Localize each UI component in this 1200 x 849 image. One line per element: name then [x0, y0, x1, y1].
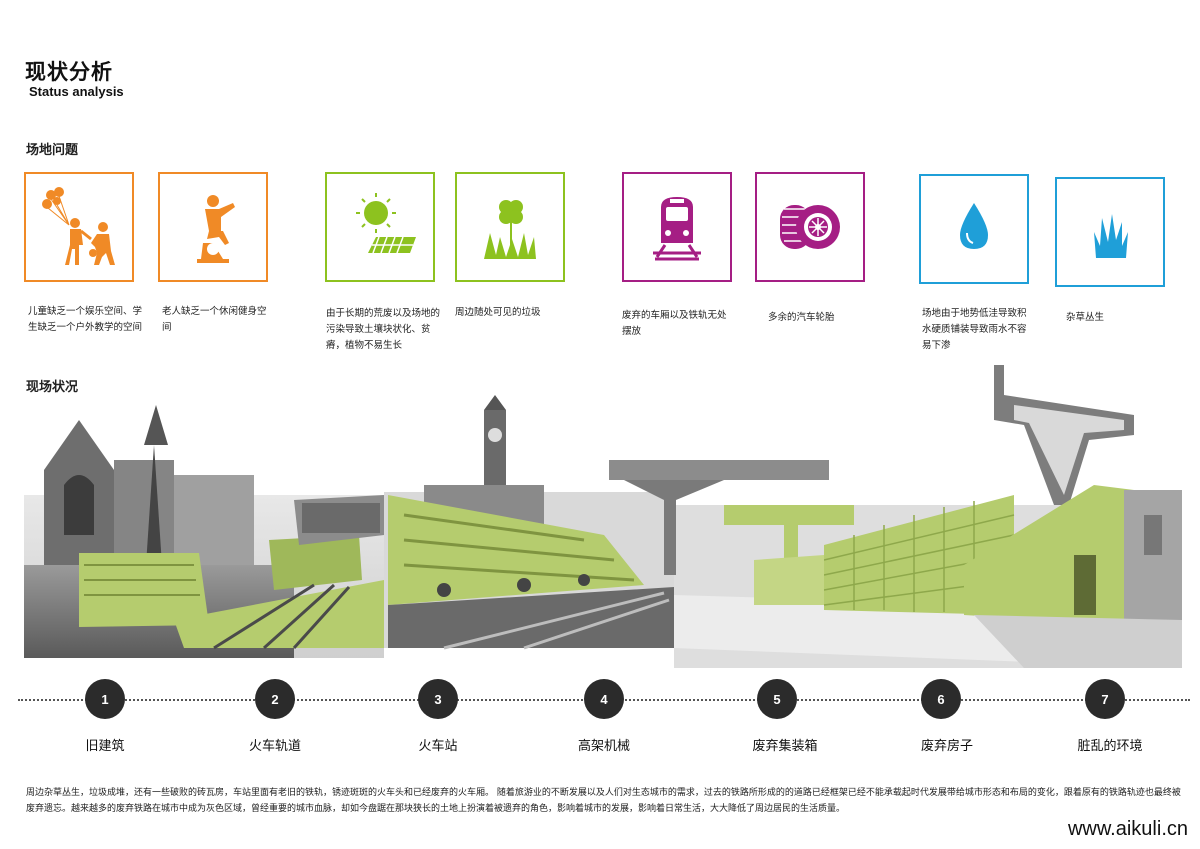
timeline-label-6: 废弃房子	[920, 739, 973, 754]
caption-water: 场地由于地势低洼导致积水硬质铺装导致雨水不容易下渗	[922, 308, 1027, 351]
timeline-label-7: 脏乱的环境	[1077, 739, 1143, 754]
timeline-node-2: 2	[255, 679, 295, 719]
timeline-label-3: 火车站	[418, 739, 458, 754]
timeline-label-5: 废弃集装箱	[752, 739, 818, 754]
water-drop-icon	[960, 203, 988, 249]
caption-carriage: 废弃的车厢以及铁轨无处摆放	[622, 310, 727, 337]
grass-weed-icon	[1094, 214, 1128, 258]
clover-plant-icon	[484, 200, 536, 259]
problem-box-soil	[325, 172, 435, 282]
timeline-label-4: 高架机械	[577, 739, 630, 754]
caption-garbage: 周边随处可见的垃圾	[455, 307, 541, 318]
train-icon	[653, 197, 701, 261]
site-photo-collage	[24, 365, 1182, 668]
timeline-node-7: 7	[1085, 679, 1125, 719]
caption-soil: 由于长期的荒废以及场地的污染导致土壤块状化、贫瘠，植物不易生长	[326, 308, 441, 351]
caption-children: 儿童缺乏一个娱乐空间、学生缺乏一个户外教学的空间	[28, 306, 143, 333]
page-title: 现状分析	[25, 60, 113, 84]
timeline-node-3: 3	[418, 679, 458, 719]
caption-weeds: 杂草丛生	[1066, 312, 1105, 323]
page-subtitle: Status analysis	[29, 84, 124, 99]
problem-box-tires	[755, 172, 865, 282]
caption-tires: 多余的汽车轮胎	[768, 312, 835, 323]
problem-box-children	[24, 172, 134, 282]
abandoned-house-photo	[964, 365, 1182, 668]
footer-url: www.aikuli.cn	[1067, 818, 1188, 840]
timeline-node-6: 6	[921, 679, 961, 719]
green-locomotive	[79, 553, 209, 627]
children-balloon-icon	[42, 187, 115, 265]
timeline-label-2: 火车轨道	[248, 739, 301, 754]
railway-track-photo	[174, 495, 384, 650]
problem-box-carriage	[622, 172, 732, 282]
section-title-problems: 场地问题	[26, 143, 79, 158]
problem-box-water	[919, 174, 1029, 284]
problem-box-weeds	[1055, 177, 1165, 287]
timeline-node-4: 4	[584, 679, 624, 719]
elderly-exercise-icon	[197, 195, 235, 263]
timeline-label-1: 旧建筑	[85, 739, 125, 754]
section-title-current: 现场状况	[26, 380, 79, 395]
problem-box-elderly	[158, 172, 268, 282]
train-station-photo	[388, 395, 674, 650]
solar-panel-icon	[356, 193, 416, 254]
description-paragraph: 周边杂草丛生，垃圾成堆，还有一些破败的砖瓦房，车站里面有老旧的铁轨，锈迹斑斑的火…	[26, 788, 1181, 814]
timeline-node-5: 5	[757, 679, 797, 719]
car-tire-icon	[780, 205, 840, 249]
problem-box-garbage	[455, 172, 565, 282]
timeline-node-1: 1	[85, 679, 125, 719]
caption-elderly: 老人缺乏一个休闲健身空间	[162, 306, 267, 333]
